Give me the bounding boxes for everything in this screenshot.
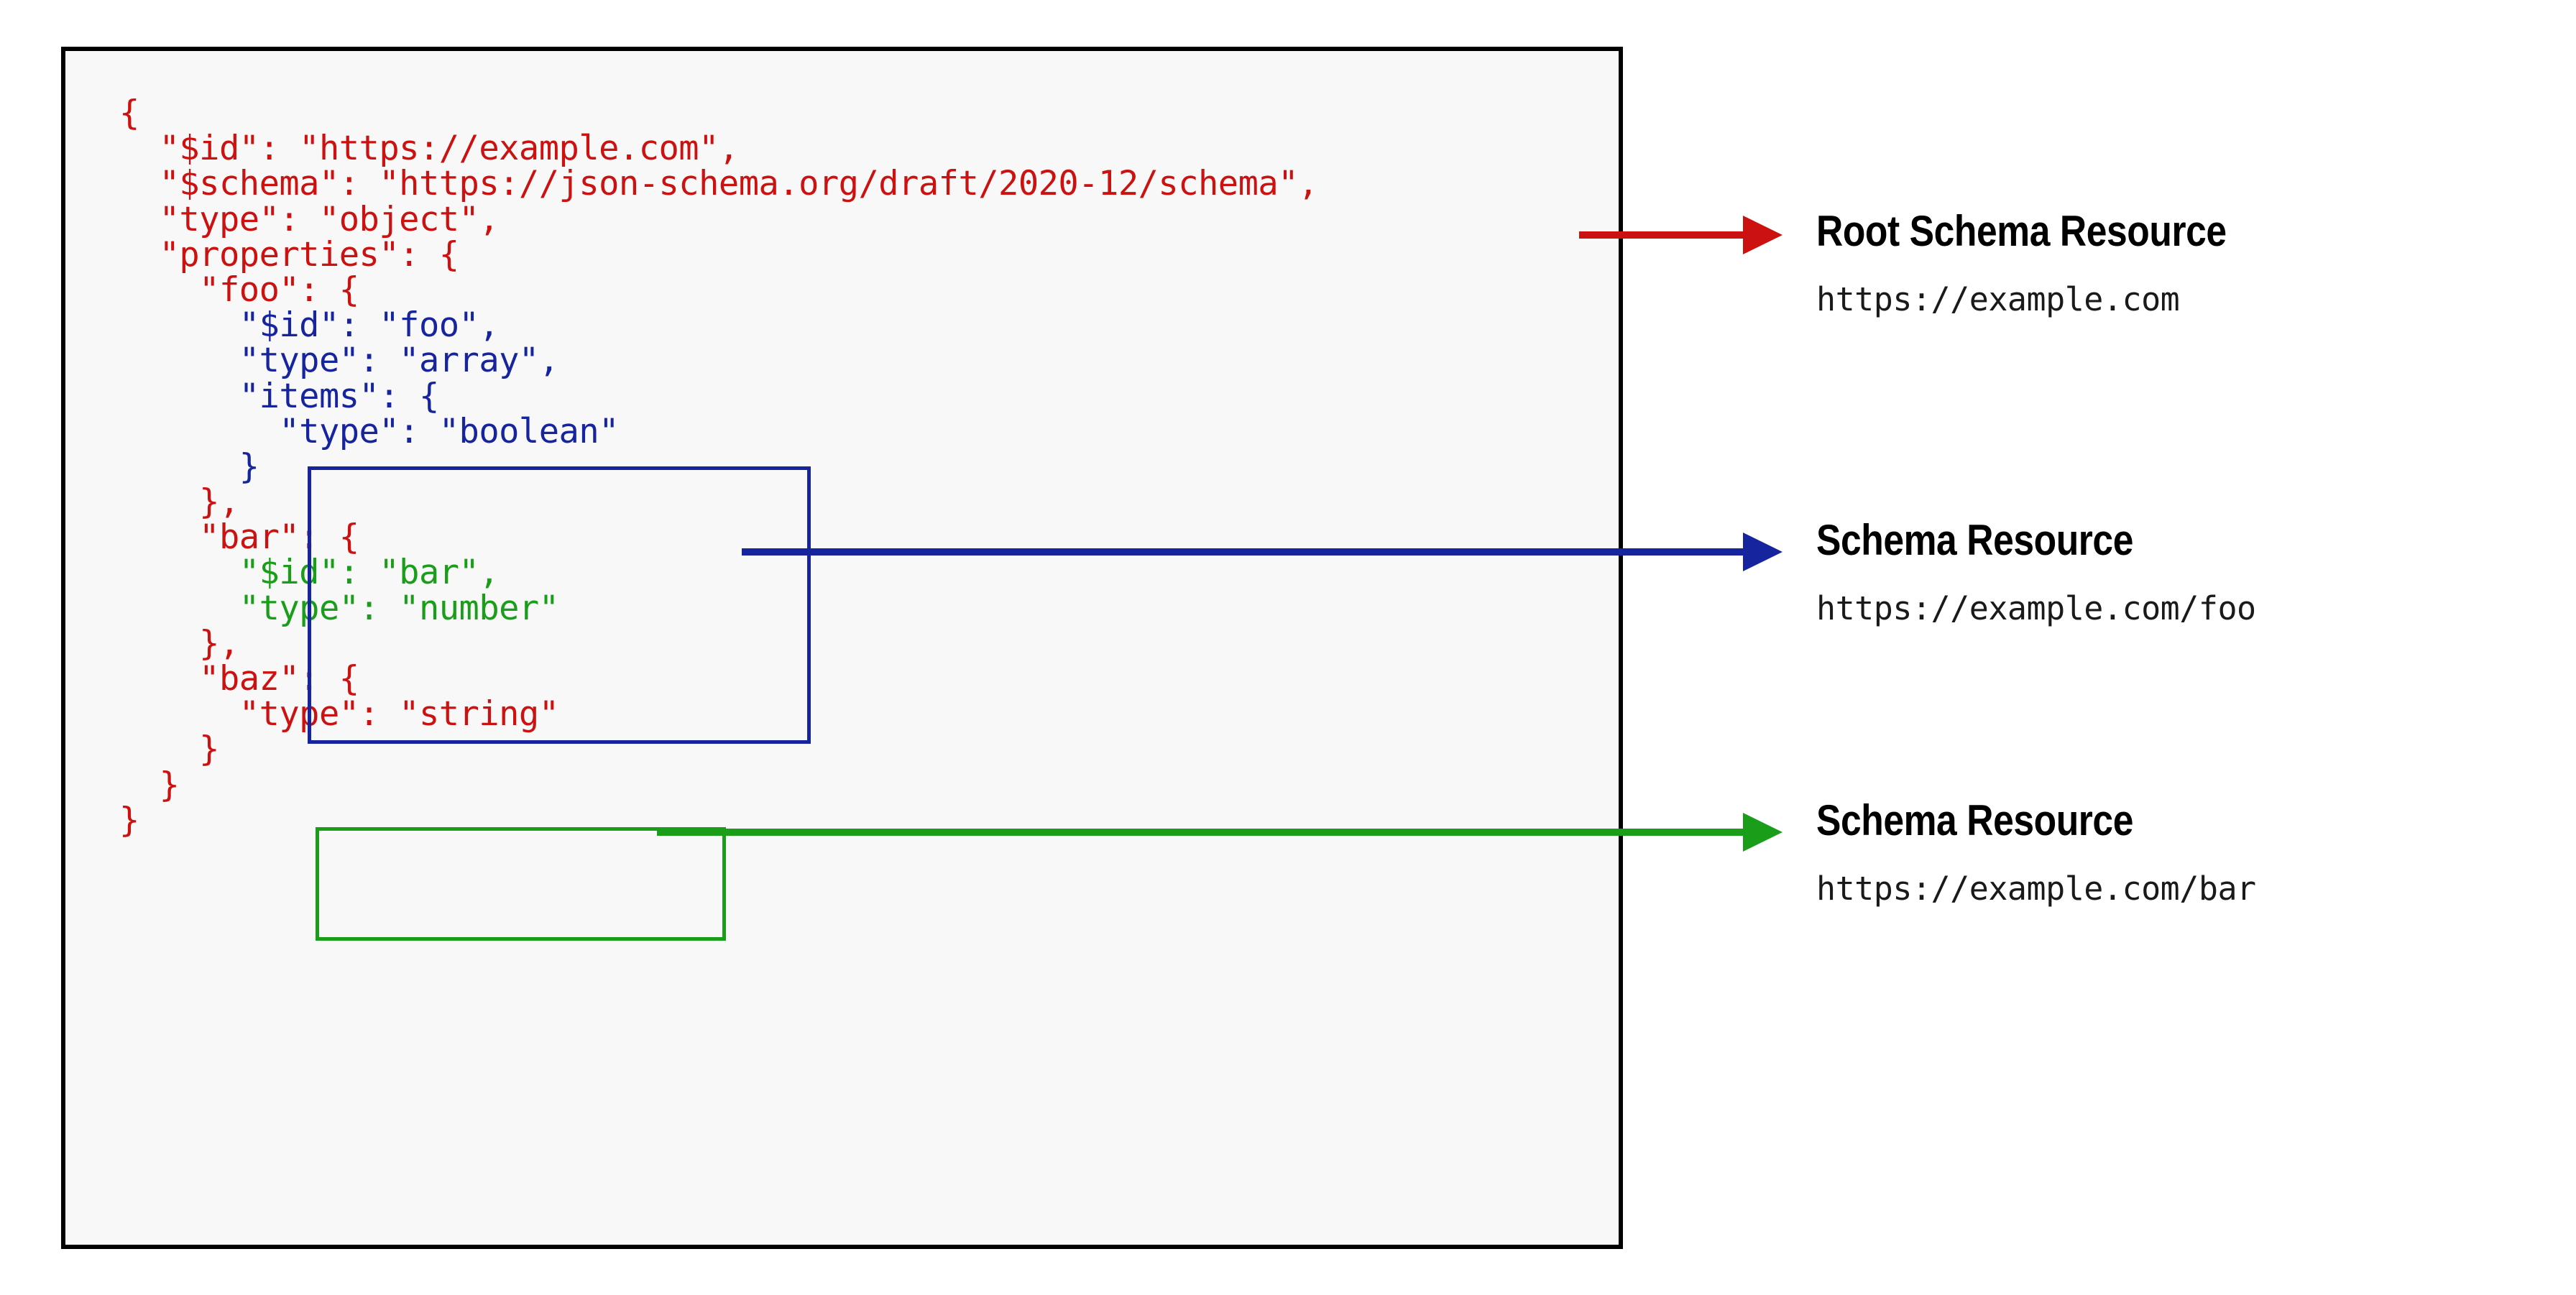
code-line: "type": "object", xyxy=(119,199,500,239)
code-line: } xyxy=(119,729,219,770)
code-line: "properties": { xyxy=(119,234,459,275)
annotation-url: https://example.com/foo xyxy=(1816,589,2256,627)
annotation-heading: Schema Resource xyxy=(1816,796,2133,844)
code-line: } xyxy=(119,800,139,840)
code-line: "type": "boolean" xyxy=(119,411,619,451)
code-line: "foo": { xyxy=(119,269,359,310)
code-line: } xyxy=(119,765,180,805)
code-line: "$id": "https://example.com", xyxy=(119,129,740,169)
highlight-box-bar-subschema xyxy=(316,827,726,941)
arrow-head-icon xyxy=(1743,533,1782,571)
arrow-head-icon xyxy=(1743,216,1782,254)
annotation-foo-schema-resource: Schema Resource https://example.com/foo xyxy=(1816,517,2256,627)
code-line: { xyxy=(119,93,139,133)
annotation-heading: Root Schema Resource xyxy=(1816,207,2227,255)
code-line: "$schema": "https://json-schema.org/draf… xyxy=(119,164,1319,204)
code-line: } xyxy=(119,446,259,487)
code-line: "type": "array", xyxy=(119,341,559,381)
annotation-url: https://example.com/bar xyxy=(1816,870,2256,908)
highlight-box-foo-subschema xyxy=(308,466,811,744)
annotation-root-schema-resource: Root Schema Resource https://example.com xyxy=(1816,208,2294,318)
annotation-url: https://example.com xyxy=(1816,280,2180,318)
arrow-shaft xyxy=(1579,231,1744,239)
code-line: "$id": "foo", xyxy=(119,305,500,346)
json-schema-code: { "$id": "https://example.com", "$schema… xyxy=(119,96,1318,838)
code-line: "baz": { xyxy=(119,659,359,699)
code-line: }, xyxy=(119,482,239,522)
code-line: "items": { xyxy=(119,376,439,416)
code-panel: { "$id": "https://example.com", "$schema… xyxy=(61,47,1623,1249)
arrow-shaft xyxy=(657,829,1744,836)
code-line: }, xyxy=(119,623,239,663)
code-line: "$id": "bar", xyxy=(119,553,500,593)
annotation-bar-schema-resource: Schema Resource https://example.com/bar xyxy=(1816,798,2256,907)
code-line: "bar": { xyxy=(119,517,359,558)
arrow-head-icon xyxy=(1743,813,1782,852)
annotation-heading: Schema Resource xyxy=(1816,516,2133,564)
arrow-shaft xyxy=(742,548,1744,556)
